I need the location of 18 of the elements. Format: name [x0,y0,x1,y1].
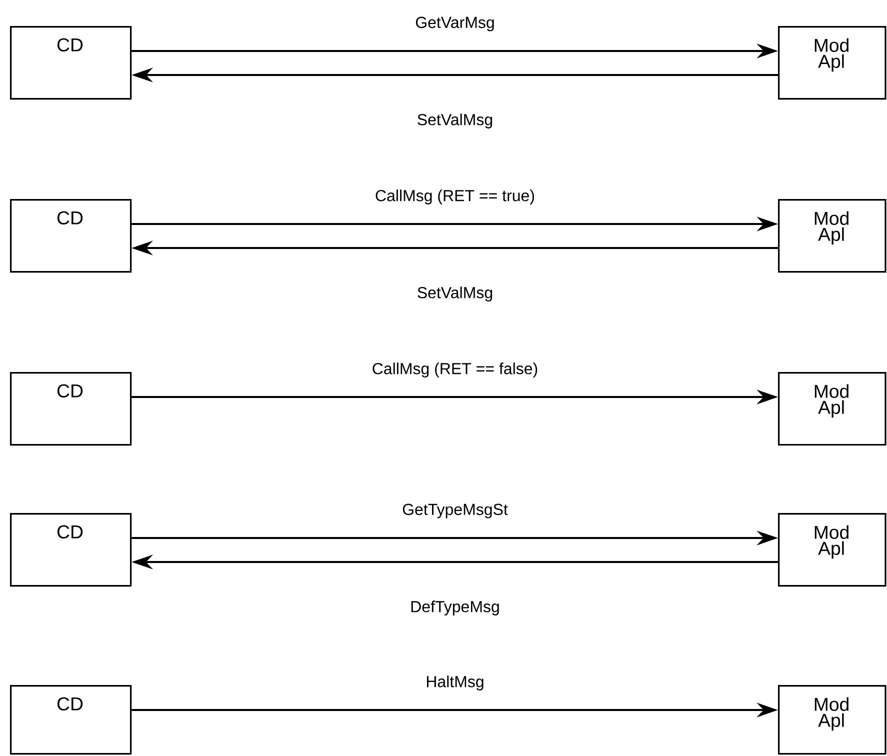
edge-label: SetValMsg [416,285,494,303]
edge-label: GetVarMsg [414,15,496,33]
edge-label: HaltMsg [424,674,486,692]
edge-label: SetValMsg [416,112,494,130]
edge-label: GetTypeMsgSt [400,502,510,520]
process-box: CD [10,199,132,273]
process-box: CD [10,372,132,446]
process-box: CD [10,26,132,100]
edge-label: CallMsg (RET == true) [374,188,536,206]
edge-label: CallMsg (RET == false) [370,361,540,379]
process-box: Mod Apl [778,513,886,587]
process-box: Mod Apl [778,685,886,755]
edge-label: DefTypeMsg [408,599,502,617]
process-box: Mod Apl [778,199,886,273]
process-box: Mod Apl [778,26,886,100]
process-box: CD [10,685,132,755]
process-box: CD [10,513,132,587]
process-box: Mod Apl [778,372,886,446]
